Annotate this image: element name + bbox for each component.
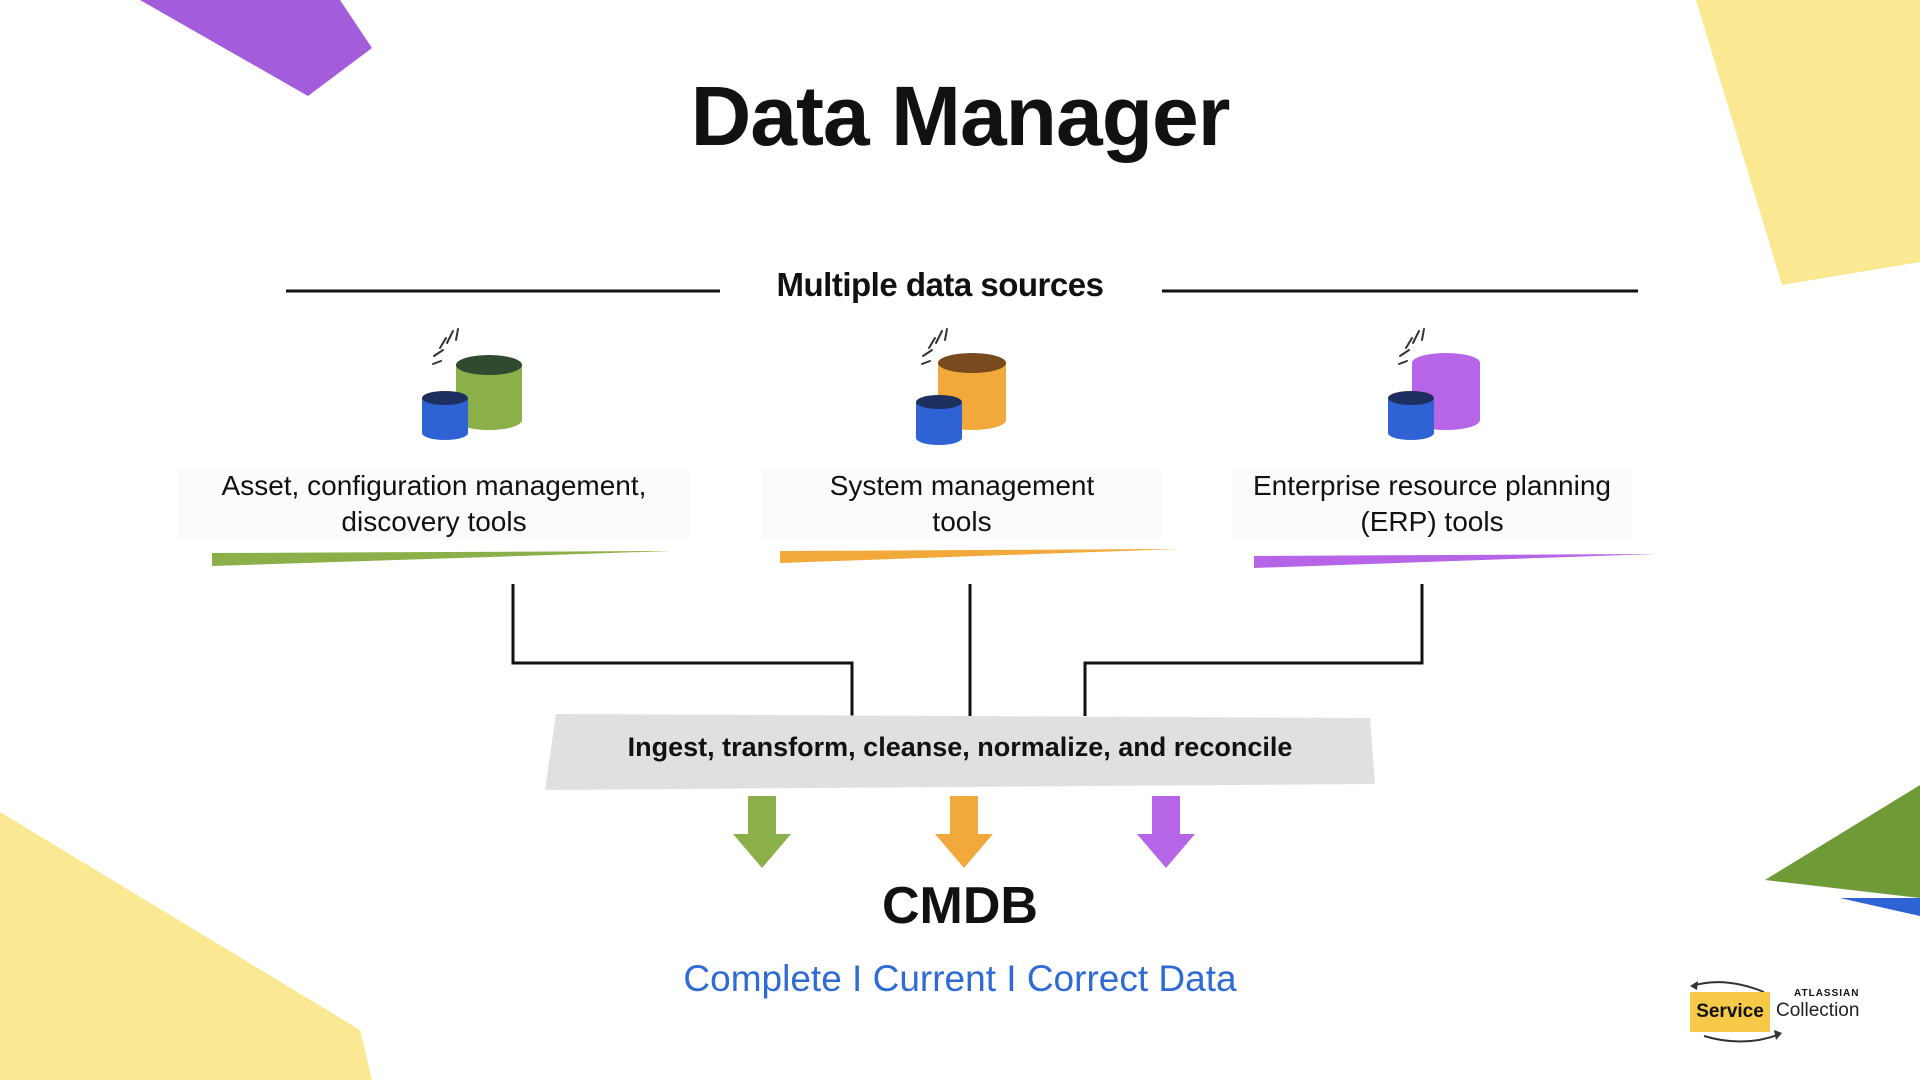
- underline-system: [780, 549, 1178, 563]
- source-label-asset: Asset, configuration management, discove…: [178, 468, 690, 540]
- logo-swoosh: [1690, 981, 1782, 1043]
- arrow-orange: [935, 796, 993, 868]
- database-icon-asset: [422, 328, 522, 440]
- cmdb-label: CMDB: [882, 877, 1038, 935]
- arrow-purple: [1137, 796, 1195, 868]
- corner-shape-green: [1765, 785, 1920, 898]
- tagline: Complete I Current I Correct Data: [683, 958, 1237, 999]
- connector-asset: [511, 584, 854, 716]
- source-label-system: System management tools: [762, 468, 1162, 540]
- database-icon-erp: [1388, 328, 1480, 440]
- atlassian-service-collection-logo: Service ATLASSIAN Collection: [1684, 978, 1864, 1046]
- underline-erp: [1254, 554, 1654, 568]
- corner-shape-blue: [1840, 898, 1920, 916]
- sources-heading: Multiple data sources: [776, 266, 1104, 303]
- corner-shape-yellow-bottom: [0, 812, 372, 1080]
- source-label-erp-line2: (ERP) tools: [1360, 506, 1504, 537]
- source-label-asset-line2: discovery tools: [341, 506, 527, 537]
- source-label-erp: Enterprise resource planning (ERP) tools: [1232, 468, 1632, 540]
- process-label: Ingest, transform, cleanse, normalize, a…: [627, 732, 1293, 762]
- corner-shape-purple: [140, 0, 372, 96]
- process-bar: [545, 714, 1375, 790]
- page-title: Data Manager: [690, 69, 1231, 163]
- corner-shape-yellow-top: [1696, 0, 1920, 285]
- logo-service-badge: Service: [1690, 992, 1770, 1032]
- source-label-erp-line1: Enterprise resource planning: [1253, 470, 1611, 501]
- logo-brand: ATLASSIAN: [1794, 988, 1860, 999]
- underline-asset: [212, 551, 672, 566]
- source-label-asset-line1: Asset, configuration management,: [221, 470, 647, 501]
- source-label-system-line1: System management: [829, 470, 1095, 501]
- connector-erp: [1083, 584, 1424, 716]
- connector-lines: [511, 584, 1424, 716]
- arrow-green: [733, 796, 791, 868]
- database-icon-system: [916, 328, 1006, 445]
- source-label-system-line2: tools: [932, 506, 992, 537]
- logo-collection: Collection: [1776, 1000, 1860, 1021]
